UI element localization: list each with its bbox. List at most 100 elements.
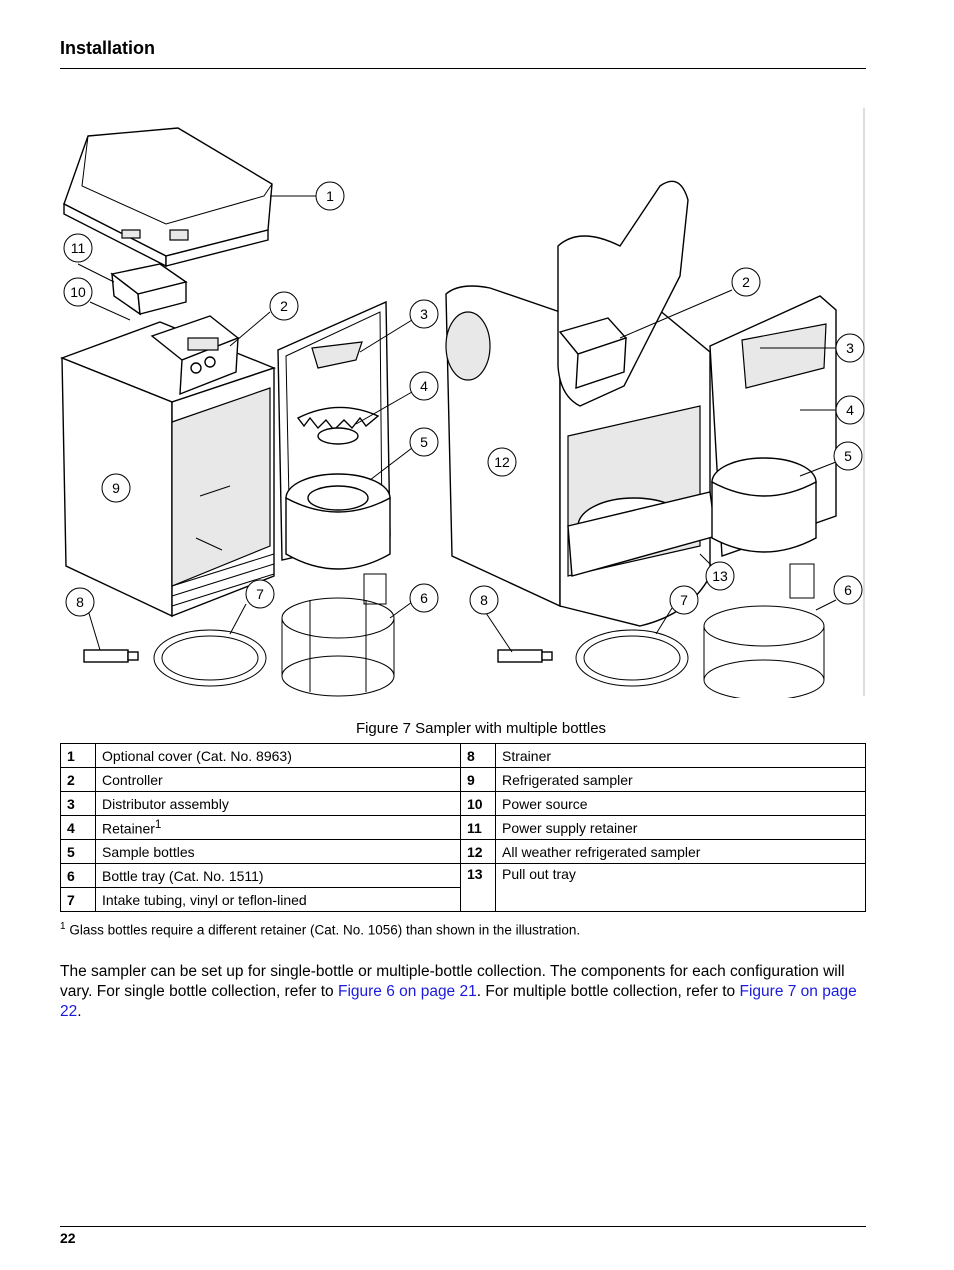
legend-number: 3 <box>60 791 96 816</box>
callout-12: 12 <box>487 447 517 477</box>
sample-bottles-drawing <box>285 473 391 570</box>
svg-text:4: 4 <box>420 378 428 394</box>
table-row: 3 Distributor assembly 10 Power source <box>60 791 866 816</box>
svg-text:1: 1 <box>326 188 334 204</box>
power-supply-retainer-drawing <box>110 263 188 316</box>
section-title: Installation <box>60 38 156 58</box>
legend-label: Distributor assembly <box>95 791 461 816</box>
svg-text:3: 3 <box>420 306 428 322</box>
callout-1: 1 <box>315 181 345 211</box>
svg-text:7: 7 <box>680 592 688 608</box>
footnote-text: Glass bottles require a different retain… <box>69 922 581 938</box>
legend-number: 7 <box>60 887 96 912</box>
body-text: . <box>77 1003 82 1020</box>
table-row: 5 Sample bottles 12 All weather refriger… <box>60 839 866 864</box>
intake-tubing-drawing <box>153 629 267 687</box>
body-text: The sampler can be set up for single-bot… <box>60 963 845 1000</box>
legend-number: 2 <box>60 767 96 792</box>
legend-label: Refrigerated sampler <box>495 767 866 792</box>
optional-cover-drawing <box>63 127 273 268</box>
body-text: . For multiple bottle collection, refer … <box>476 983 740 1000</box>
body-paragraph: The sampler can be set up for single-bot… <box>60 962 870 1022</box>
figure-caption: Figure 7 Sampler with multiple bottles <box>355 720 607 737</box>
footnote-ref: 1 <box>154 818 162 832</box>
svg-text:10: 10 <box>70 284 86 300</box>
controller-drawing <box>150 315 240 396</box>
svg-text:4: 4 <box>846 402 854 418</box>
legend-number: 1 <box>60 743 96 768</box>
footnote: 1 Glass bottles require a different reta… <box>60 921 580 938</box>
svg-text:12: 12 <box>494 454 510 470</box>
callout-2-right: 2 <box>731 267 761 297</box>
svg-text:2: 2 <box>280 298 288 314</box>
callout-6-right: 6 <box>833 575 863 605</box>
legend-label: All weather refrigerated sampler <box>495 839 866 864</box>
callout-7-right: 7 <box>669 585 699 615</box>
figure-illustration: 1 11 10 2 3 4 5 9 8 7 6 2 3 4 5 12 13 8 … <box>60 106 866 698</box>
legend-table: 1 Optional cover (Cat. No. 8963) 8 Strai… <box>60 743 866 912</box>
tubing-right-drawing <box>575 629 689 687</box>
all-weather-sampler-drawing <box>445 180 717 627</box>
callout-5-right: 5 <box>833 441 863 471</box>
svg-text:3: 3 <box>846 340 854 356</box>
legend-label: Controller <box>95 767 461 792</box>
table-row: 6 Bottle tray (Cat. No. 1511) 13 Pull ou… <box>60 863 866 912</box>
sampler-drawing: 1 11 10 2 3 4 5 9 8 7 6 2 3 4 5 12 13 8 … <box>60 108 865 698</box>
callout-10: 10 <box>63 277 93 307</box>
legend-number: 11 <box>460 815 496 840</box>
legend-number: 13 <box>460 863 496 912</box>
legend-label: Retainer1 <box>95 815 461 840</box>
callout-3-right: 3 <box>835 333 865 363</box>
callout-7: 7 <box>245 579 275 609</box>
tray-right-drawing <box>703 563 825 698</box>
callout-4: 4 <box>409 371 439 401</box>
svg-text:7: 7 <box>256 586 264 602</box>
callout-13: 13 <box>705 561 735 591</box>
svg-text:8: 8 <box>480 592 488 608</box>
strainer-drawing <box>83 649 139 663</box>
legend-label: Sample bottles <box>95 839 461 864</box>
footnote-mark: 1 <box>60 921 66 932</box>
bottles-right-drawing <box>711 457 817 553</box>
table-row: 7 Intake tubing, vinyl or teflon-lined <box>60 887 866 912</box>
svg-text:2: 2 <box>742 274 750 290</box>
legend-label: Strainer <box>495 743 866 768</box>
table-row: 2 Controller 9 Refrigerated sampler <box>60 767 866 792</box>
svg-text:13: 13 <box>712 568 728 584</box>
callout-5: 5 <box>409 427 439 457</box>
svg-text:6: 6 <box>420 590 428 606</box>
strainer-right-drawing <box>497 649 553 663</box>
bottle-tray-drawing <box>281 573 395 697</box>
legend-number: 10 <box>460 791 496 816</box>
callout-2: 2 <box>269 291 299 321</box>
callout-9: 9 <box>101 473 131 503</box>
legend-label: Pull out tray <box>495 863 866 912</box>
header-rule <box>60 68 866 69</box>
callout-8-right: 8 <box>469 585 499 615</box>
legend-label: Optional cover (Cat. No. 8963) <box>95 743 461 768</box>
table-row: 4 Retainer1 11 Power supply retainer <box>60 815 866 840</box>
legend-number: 12 <box>460 839 496 864</box>
legend-label: Power supply retainer <box>495 815 866 840</box>
callout-6: 6 <box>409 583 439 613</box>
legend-number: 9 <box>460 767 496 792</box>
legend-number: 6 <box>60 863 96 888</box>
legend-label: Bottle tray (Cat. No. 1511) <box>95 863 461 888</box>
figure-6-link[interactable]: Figure 6 on page 21 <box>337 983 477 1000</box>
controller-right-drawing <box>558 317 628 389</box>
refrigerated-sampler-drawing <box>60 321 277 618</box>
legend-number: 8 <box>460 743 496 768</box>
svg-text:5: 5 <box>420 434 428 450</box>
svg-text:8: 8 <box>76 594 84 610</box>
callout-11: 11 <box>63 233 93 263</box>
svg-text:6: 6 <box>844 582 852 598</box>
legend-label: Intake tubing, vinyl or teflon-lined <box>95 887 461 912</box>
legend-label: Power source <box>495 791 866 816</box>
svg-text:9: 9 <box>112 480 120 496</box>
svg-text:11: 11 <box>71 240 86 256</box>
legend-number: 4 <box>60 815 96 840</box>
figure-7-link[interactable]: Figure 7 on page 22 <box>60 983 857 1020</box>
footer-rule <box>60 1226 866 1227</box>
retainer-drawing <box>296 406 380 445</box>
table-row: 1 Optional cover (Cat. No. 8963) 8 Strai… <box>60 743 866 768</box>
